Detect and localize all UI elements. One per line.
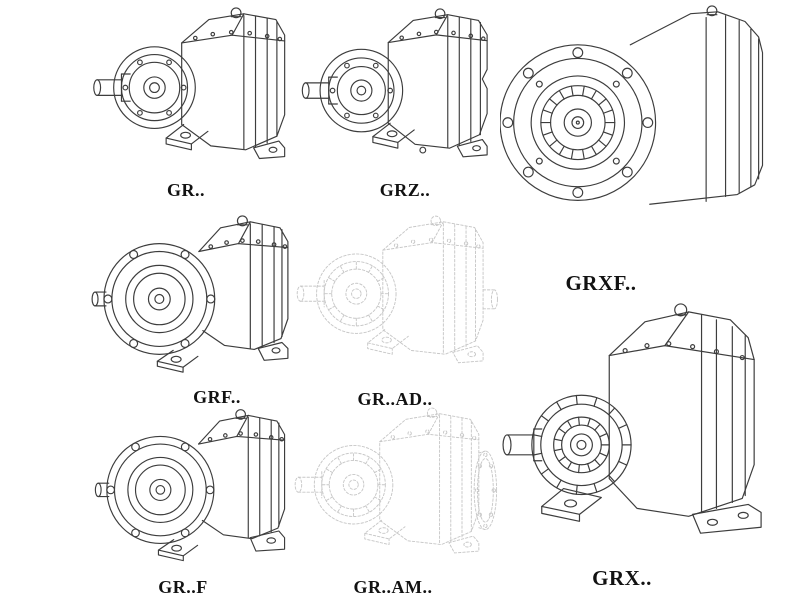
- gr-f-figure: [88, 402, 291, 574]
- gr-ad-figure: [292, 214, 502, 380]
- gr-f-drawing: [94, 409, 286, 562]
- gearbox-body: [181, 7, 286, 151]
- grxf-figure: [500, 4, 782, 213]
- input-shaft: [502, 428, 543, 462]
- gr-ad-drawing: [296, 215, 498, 364]
- mounting-feet: [165, 123, 286, 160]
- input-housing: [316, 253, 397, 334]
- gearbox-body: [608, 303, 755, 517]
- gear-and-hub: [540, 85, 616, 161]
- grx-drawing: [502, 303, 762, 534]
- input-housing: [319, 48, 404, 133]
- input-housing: [113, 46, 196, 129]
- mounting-feet: [157, 530, 286, 562]
- mounting-feet: [364, 519, 480, 554]
- grz-label: GRZ..: [379, 180, 431, 200]
- gr-f-label: GR..F: [158, 577, 208, 597]
- grx-figure: [498, 298, 786, 561]
- gearbox-body: [629, 5, 764, 205]
- gearbox-body: [387, 8, 488, 154]
- motor-adapter-flange: [473, 450, 498, 531]
- gearbox-body: [379, 407, 480, 546]
- grf-drawing: [91, 215, 289, 373]
- gr-am-figure: [290, 406, 505, 570]
- input-shaft: [93, 73, 131, 102]
- gr-label: GR..: [167, 180, 205, 200]
- input-shaft: [301, 76, 338, 105]
- grxf-label: GRXF..: [565, 271, 637, 295]
- input-flange: [103, 243, 216, 355]
- gearbox-body: [382, 215, 484, 355]
- grf-figure: [88, 208, 291, 386]
- gearbox-body: [198, 409, 286, 540]
- gr-drawing: [93, 7, 286, 160]
- input-shaft: [294, 471, 323, 499]
- mounting-feet: [372, 122, 488, 158]
- grz-drawing: [301, 8, 488, 158]
- mounting-feet: [156, 341, 289, 373]
- input-shaft: [91, 291, 107, 307]
- gr-am-label: GR..AM..: [353, 577, 433, 597]
- gearbox-body: [198, 215, 289, 351]
- gr-figure: [88, 6, 288, 176]
- grx-label: GRX..: [592, 566, 652, 590]
- mounting-flange: [500, 44, 657, 201]
- grz-figure: [298, 8, 490, 176]
- gr-ad-label: GR..AD..: [357, 389, 433, 409]
- grf-label: GRF..: [193, 387, 241, 407]
- mounting-feet: [367, 329, 484, 364]
- finned-input-housing: [531, 394, 632, 496]
- input-flange: [106, 435, 215, 544]
- input-housing: [313, 445, 394, 525]
- input-shaft: [94, 482, 110, 498]
- gr-am-drawing: [294, 407, 498, 554]
- input-shaft: [296, 279, 325, 308]
- mounting-feet: [541, 487, 762, 534]
- grxf-drawing: [500, 5, 764, 205]
- adapter-stub: [482, 289, 498, 310]
